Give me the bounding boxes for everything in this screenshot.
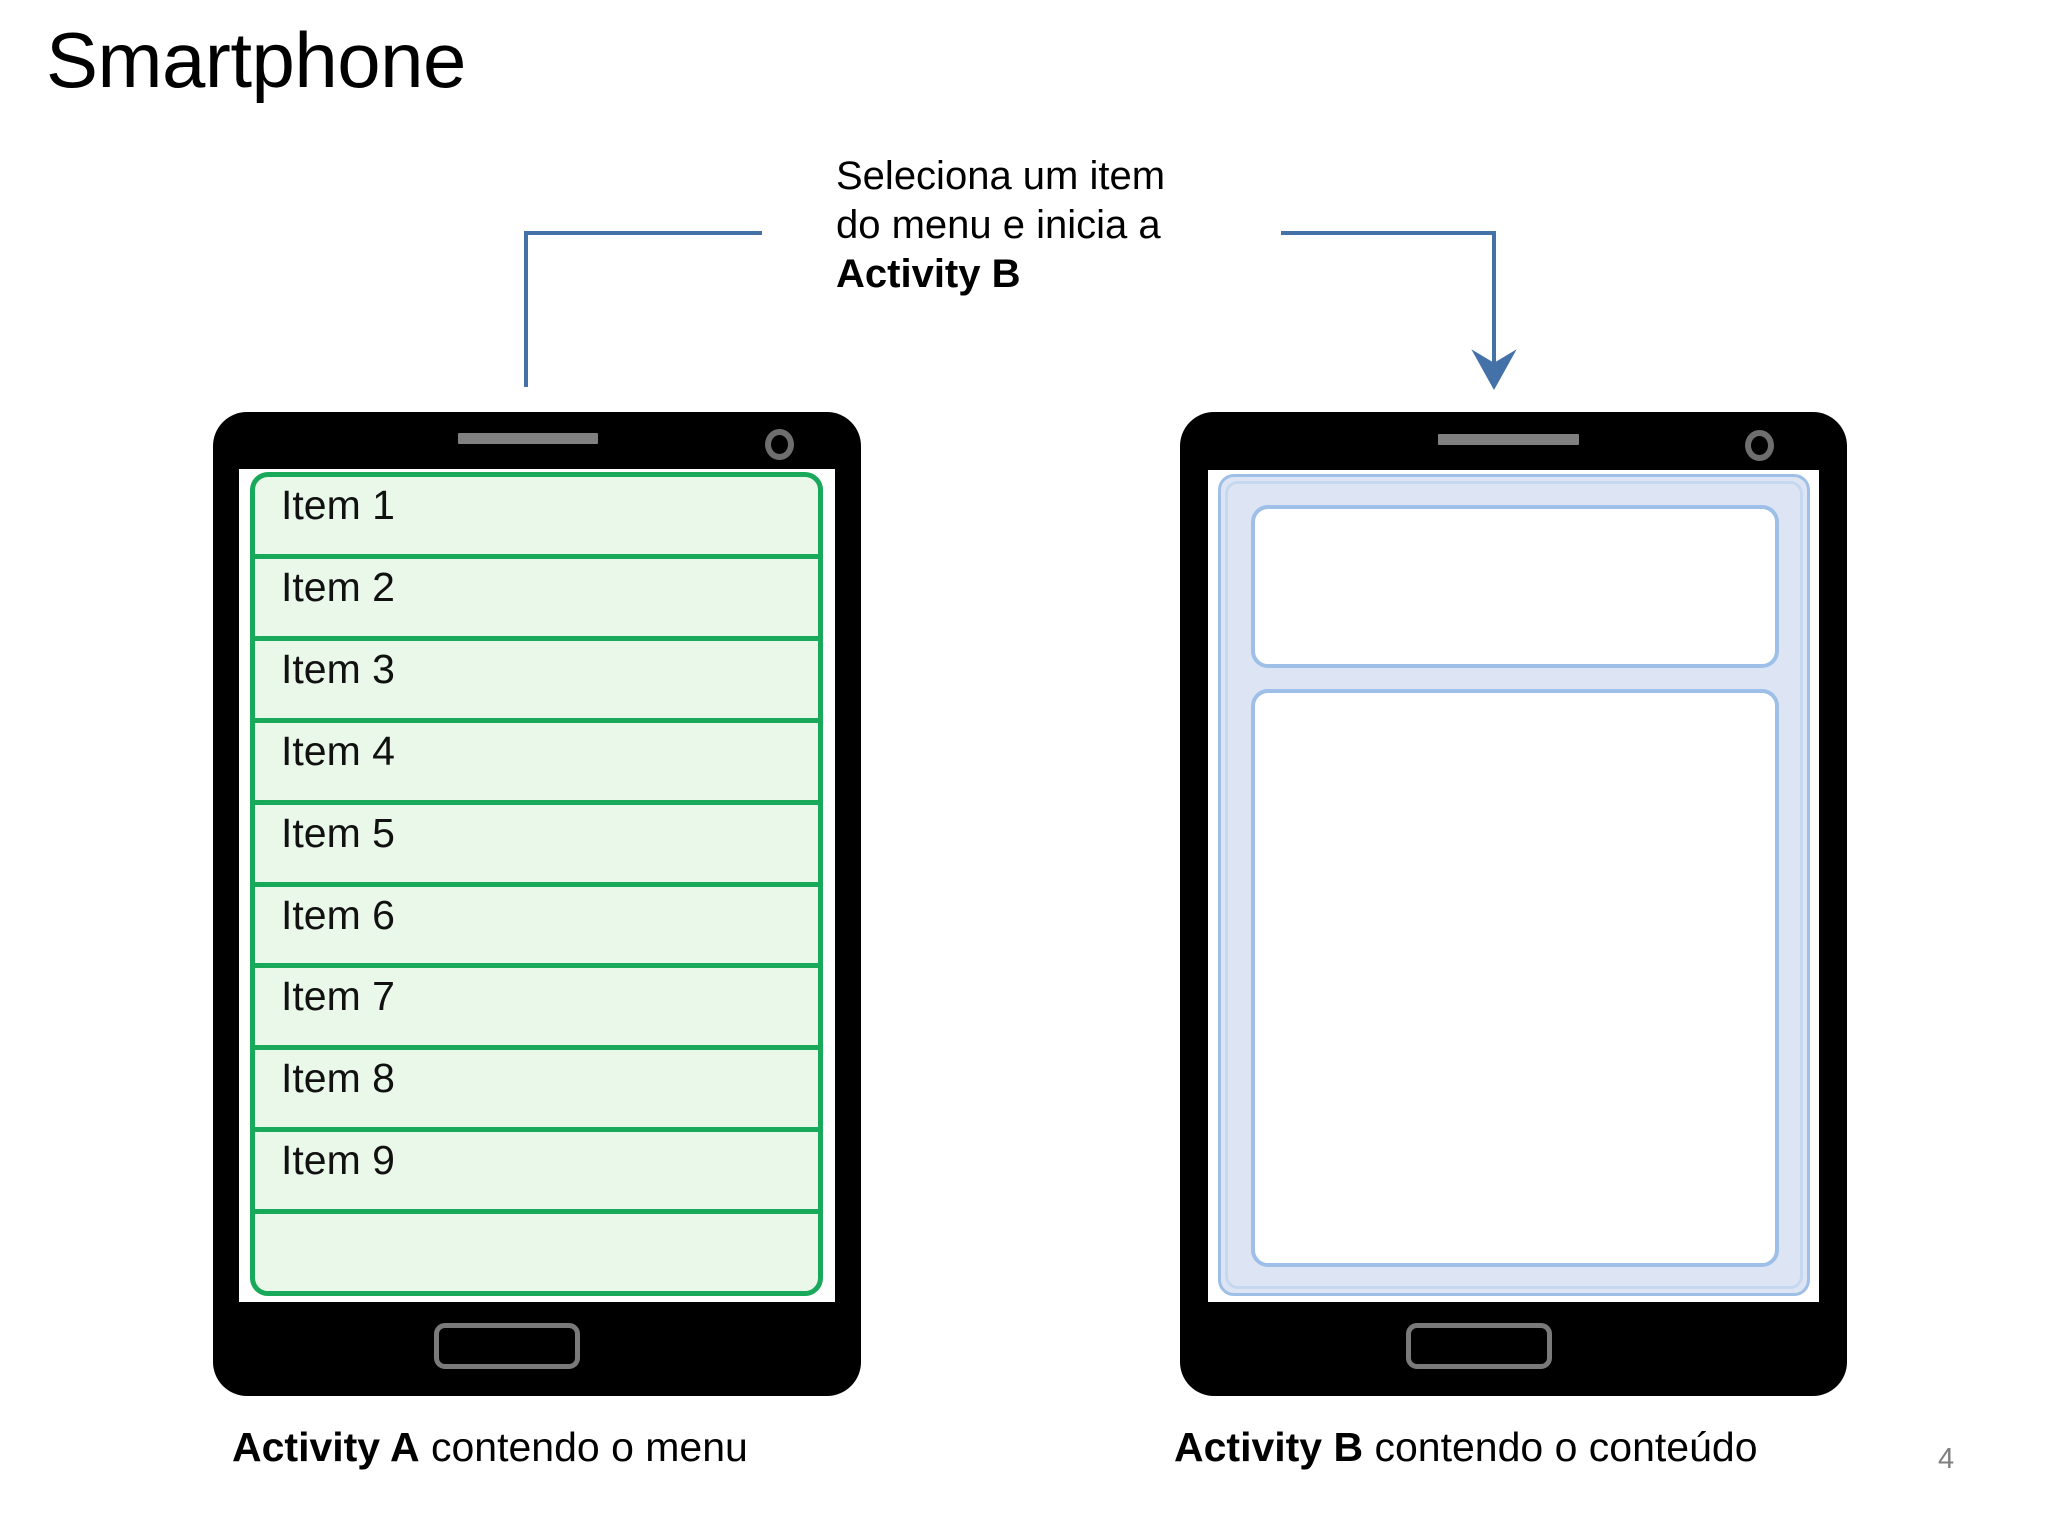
elbow-arrow-to-activity-b [1281, 231, 1517, 391]
list-item-label: Item 1 [281, 482, 395, 528]
list-item[interactable]: Item 9 [255, 1132, 818, 1215]
list-item-label: Item 3 [281, 645, 395, 692]
caption-activity-a-bold: Activity A [232, 1424, 420, 1470]
content-box-top[interactable] [1251, 505, 1779, 668]
list-item[interactable]: Item 2 [255, 559, 818, 641]
list-item[interactable]: Item 6 [255, 887, 818, 969]
home-button[interactable] [434, 1323, 580, 1369]
callout-text: Seleciona um item do menu e inicia a Act… [836, 152, 1266, 298]
page-number: 4 [1938, 1443, 1955, 1475]
arrowhead-icon [1471, 349, 1517, 391]
content-box-bottom[interactable] [1251, 689, 1779, 1267]
home-button[interactable] [1406, 1323, 1552, 1369]
list-item-label: Item 6 [281, 891, 395, 938]
callout-line-1: Seleciona um item [836, 154, 1166, 198]
caption-activity-b: Activity B contendo o conteúdo [1174, 1424, 1758, 1471]
menu-list[interactable]: Item 1 Item 2 Item 3 Item 4 Item 5 Item … [250, 472, 823, 1296]
device-activity-b [1180, 412, 1847, 1396]
elbow-line-from-activity-a [524, 231, 762, 387]
content-panel [1218, 474, 1810, 1296]
list-item[interactable]: Item 7 [255, 968, 818, 1051]
caption-activity-b-bold: Activity B [1174, 1424, 1364, 1470]
list-item[interactable]: Item 3 [255, 641, 818, 723]
caption-activity-a: Activity A contendo o menu [232, 1424, 748, 1471]
list-item[interactable] [255, 1214, 818, 1291]
list-item[interactable]: Item 4 [255, 723, 818, 805]
list-item-label: Item 9 [281, 1137, 395, 1184]
list-item[interactable]: Item 5 [255, 805, 818, 887]
list-item-label: Item 7 [281, 973, 395, 1020]
list-item-label: Item 4 [281, 727, 395, 774]
list-item-label: Item 2 [281, 563, 395, 610]
screen-activity-b [1208, 470, 1819, 1302]
device-activity-a: Item 1 Item 2 Item 3 Item 4 Item 5 Item … [213, 412, 861, 1396]
front-camera-icon [765, 429, 794, 460]
list-item[interactable]: Item 1 [255, 477, 818, 559]
speaker-grille-icon [458, 433, 598, 444]
front-camera-icon [1745, 430, 1774, 461]
screen-activity-a: Item 1 Item 2 Item 3 Item 4 Item 5 Item … [239, 469, 835, 1302]
list-item-label: Item 5 [281, 809, 395, 856]
list-item[interactable]: Item 8 [255, 1050, 818, 1133]
callout-line-2: do menu e inicia a [836, 202, 1161, 247]
speaker-grille-icon [1438, 434, 1579, 445]
list-item-label: Item 8 [281, 1055, 395, 1102]
caption-activity-a-rest: contendo o menu [419, 1424, 748, 1470]
callout-line-3: Activity B [836, 251, 1021, 296]
page-title: Smartphone [46, 16, 466, 104]
caption-activity-b-rest: contendo o conteúdo [1363, 1424, 1758, 1470]
